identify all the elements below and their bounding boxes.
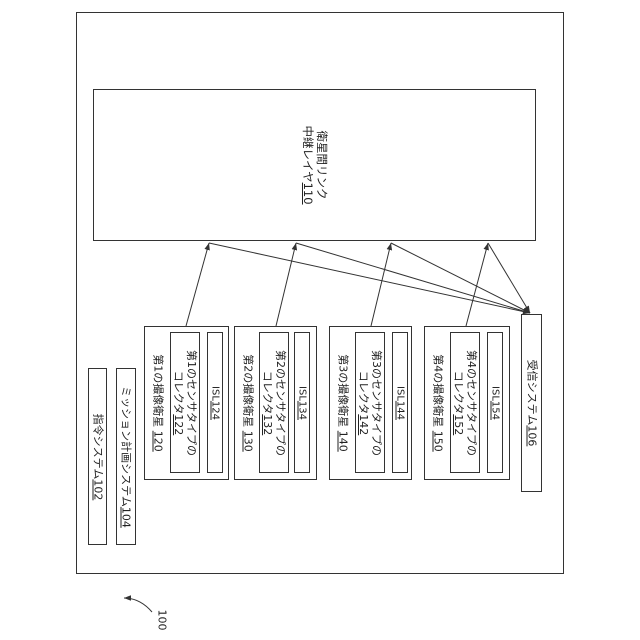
system-ref-label: 100 [150, 610, 174, 630]
system-ref-text: 100 [156, 610, 169, 631]
uplink-arrow-2 [276, 243, 296, 326]
uplink-arrow-1 [186, 243, 209, 326]
uplink-arrow-4 [466, 243, 488, 326]
system-ref-arrow [124, 598, 152, 612]
uplink-arrow-3 [371, 243, 391, 326]
downlink-arrow-2 [296, 243, 530, 313]
downlink-arrow-1 [209, 243, 530, 313]
